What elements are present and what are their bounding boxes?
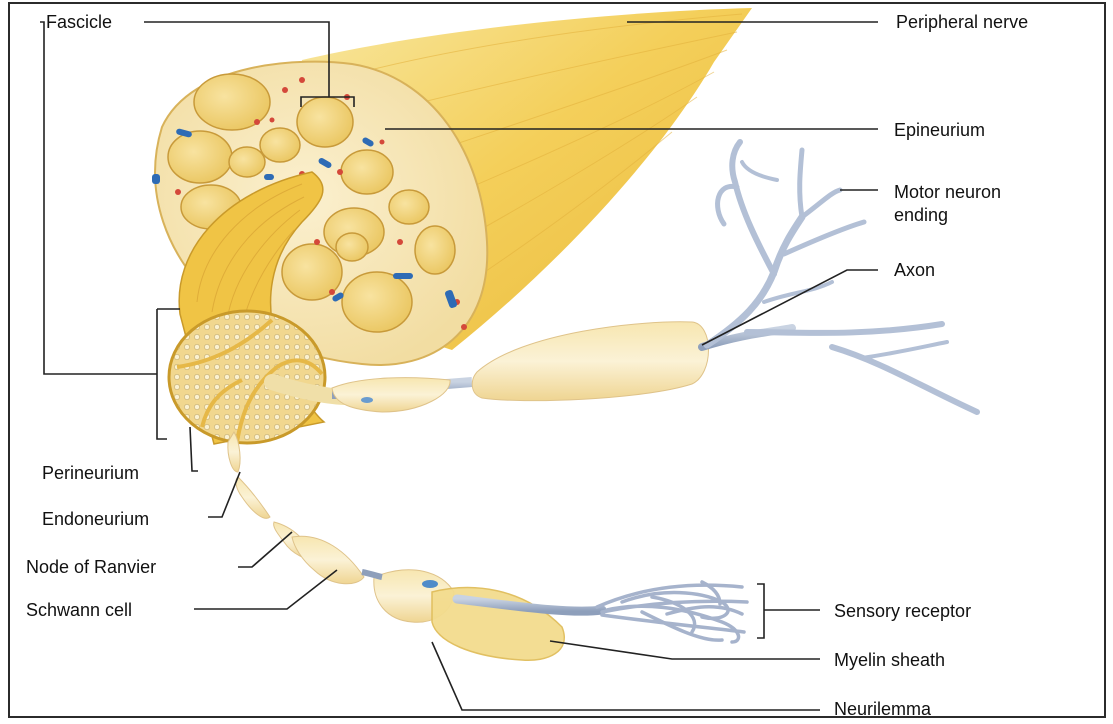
label-axon: Axon	[894, 259, 935, 281]
label-endoneurium: Endoneurium	[42, 508, 149, 530]
label-node-of-ranvier: Node of Ranvier	[26, 556, 156, 578]
sensory-receptor-endings	[597, 582, 747, 642]
label-perineurium: Perineurium	[42, 462, 139, 484]
label-schwann-cell: Schwann cell	[26, 599, 132, 621]
label-epineurium: Epineurium	[894, 119, 985, 141]
label-fascicle: Fascicle	[46, 11, 112, 33]
label-peripheral-nerve: Peripheral nerve	[896, 11, 1028, 33]
label-sensory-receptor: Sensory receptor	[834, 600, 971, 622]
diagram-frame: Fascicle Peripheral nerve Epineurium Mot…	[8, 2, 1106, 718]
label-neurilemma: Neurilemma	[834, 698, 931, 718]
label-motor-neuron-ending-1: Motor neuron	[894, 181, 1001, 203]
label-motor-neuron-ending-2: ending	[894, 204, 948, 226]
label-myelin-sheath: Myelin sheath	[834, 649, 945, 671]
sensory-axon-path	[228, 432, 602, 660]
